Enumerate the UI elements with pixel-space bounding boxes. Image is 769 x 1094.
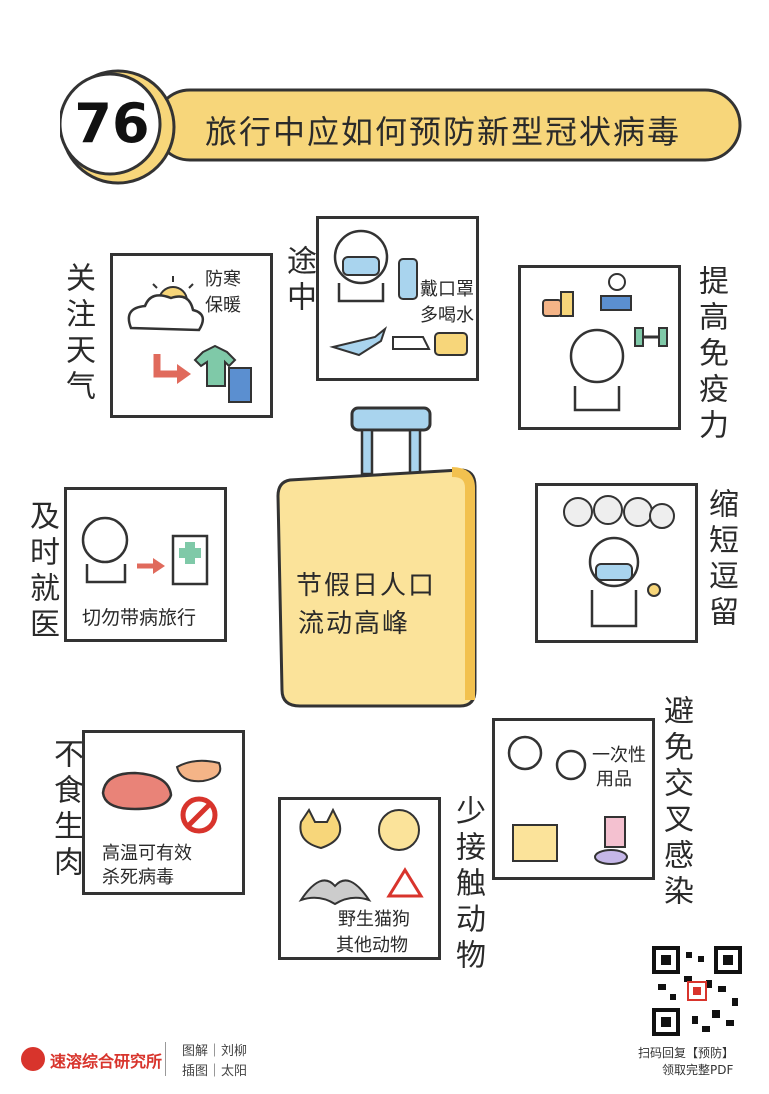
qr-caption-1: 扫码回复【预防】 <box>638 1046 735 1060</box>
transit-heading: 途中 <box>281 245 316 317</box>
header-banner <box>60 62 750 192</box>
weather-caption-2: 保暖 <box>205 295 241 316</box>
cross-heading: 避免交叉感染 <box>658 695 693 911</box>
transit-panel <box>316 216 479 381</box>
cat-icon <box>299 807 342 850</box>
credit-illustration: 图解｜刘柳 <box>182 1044 248 1059</box>
crowd-icon <box>563 495 675 529</box>
meat-icon <box>101 771 173 811</box>
doctor-heading: 及时就医 <box>24 500 59 644</box>
cross-panel <box>492 718 655 880</box>
stay-illustration <box>563 495 675 628</box>
clock-icon <box>608 273 626 291</box>
shop-icon <box>512 824 558 862</box>
happy-person-icon <box>569 328 625 412</box>
watch-icon <box>647 583 661 597</box>
sushi-icon <box>175 759 222 783</box>
brand-logo-text: 速溶综合研究所 <box>50 1052 163 1071</box>
immunity-illustration <box>542 273 668 412</box>
stay-heading: 缩短逗留 <box>703 488 738 632</box>
stay-panel <box>535 483 698 643</box>
suitcase-icon <box>276 406 477 708</box>
brand-logo: 速溶综合研究所 <box>20 1044 170 1074</box>
transit-caption-2: 多喝水 <box>420 305 474 326</box>
dumbbell-icon <box>634 327 668 347</box>
arrow-icon <box>137 558 165 574</box>
center-line-2: 流动高峰 <box>298 609 411 639</box>
animals-caption-2: 其他动物 <box>336 935 408 956</box>
weather-heading: 关注天气 <box>60 262 95 406</box>
weather-illustration <box>127 276 252 403</box>
slippers-icon <box>594 849 628 865</box>
header-banner-shape <box>60 69 742 185</box>
weather-caption-1: 防寒 <box>205 269 241 290</box>
masked-person-icon <box>333 229 389 303</box>
animals-panel <box>278 797 441 960</box>
raw-caption-2: 杀死病毒 <box>102 867 174 888</box>
person-icon <box>555 749 587 781</box>
raw-panel <box>82 730 245 895</box>
animals-illustration <box>298 807 424 906</box>
qr-code[interactable] <box>652 946 742 1036</box>
bat-icon <box>298 879 372 906</box>
hospital-icon <box>171 534 209 586</box>
person-icon <box>507 735 543 771</box>
header-number: 76 <box>74 92 150 155</box>
center-line-1: 节假日人口 <box>296 571 437 601</box>
credit-drawing: 插图｜太阳 <box>182 1064 248 1079</box>
doctor-caption: 切勿带病旅行 <box>82 607 197 629</box>
prohibited-icon <box>180 796 218 834</box>
cloud-icon <box>127 294 205 332</box>
doctor-panel <box>64 487 227 642</box>
dog-icon <box>378 809 420 851</box>
cross-caption-1: 一次性 <box>592 745 646 766</box>
warning-icon <box>386 867 424 898</box>
water-bottle-icon <box>398 258 418 300</box>
clothes-icon <box>193 344 252 403</box>
bus-icon <box>434 332 468 356</box>
page-title: 旅行中应如何预防新型冠状病毒 <box>205 113 682 151</box>
raw-caption-1: 高温可有效 <box>102 843 192 864</box>
transit-caption-1: 戴口罩 <box>420 279 474 300</box>
footer-divider <box>165 1042 166 1076</box>
immunity-heading: 提高免疫力 <box>693 265 728 445</box>
train-icon <box>392 336 431 350</box>
weather-panel <box>110 253 273 418</box>
raw-heading: 不食生肉 <box>48 738 83 882</box>
doctor-illustration <box>81 516 209 586</box>
food-icon <box>542 291 574 317</box>
qr-code-icon <box>652 946 742 1036</box>
immunity-panel <box>518 265 681 430</box>
brand-logo-icon <box>21 1047 45 1071</box>
plane-icon <box>329 326 388 357</box>
cross-illustration <box>507 735 628 865</box>
cross-caption-2: 用品 <box>596 769 632 790</box>
transit-illustration <box>329 229 468 357</box>
animals-heading: 少接触动物 <box>450 795 485 975</box>
qr-caption-2: 领取完整PDF <box>662 1063 734 1077</box>
masked-person-icon <box>588 536 640 628</box>
animals-caption-1: 野生猫狗 <box>338 909 410 930</box>
bed-icon <box>600 295 632 311</box>
raw-illustration <box>101 759 222 834</box>
arrow-icon <box>153 354 191 384</box>
suitcase <box>270 400 485 710</box>
sick-person-icon <box>81 516 129 584</box>
cup-icon <box>604 816 626 848</box>
